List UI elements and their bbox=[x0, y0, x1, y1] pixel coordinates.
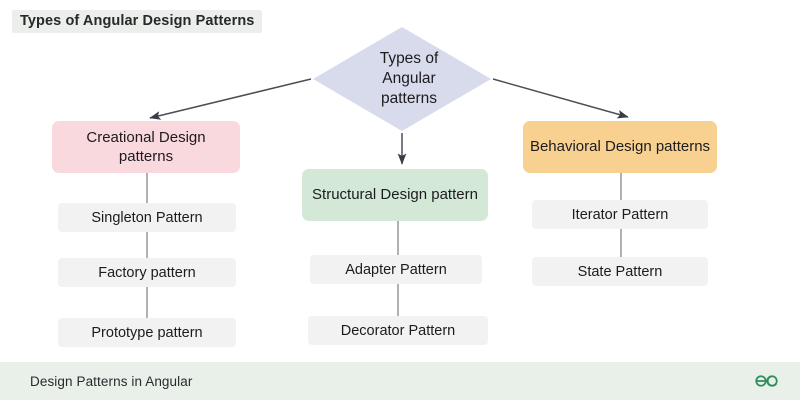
node-iterator-pattern[interactable]: Iterator Pattern bbox=[532, 200, 708, 229]
node-prototype-pattern[interactable]: Prototype pattern bbox=[58, 318, 236, 347]
node-creational-design-patterns[interactable]: Creational Design patterns bbox=[52, 121, 240, 173]
root-label-line-3: patterns bbox=[380, 89, 437, 107]
footer-bar: Design Patterns in Angular bbox=[0, 362, 800, 400]
node-behavioral-design-patterns[interactable]: Behavioral Design patterns bbox=[523, 121, 717, 173]
node-decorator-pattern[interactable]: Decorator Pattern bbox=[308, 316, 488, 345]
node-singleton-pattern[interactable]: Singleton Pattern bbox=[58, 203, 236, 232]
node-state-pattern[interactable]: State Pattern bbox=[532, 257, 708, 286]
footer-caption: Design Patterns in Angular bbox=[30, 373, 193, 389]
root-label-line-1: Types of bbox=[379, 50, 439, 68]
node-structural-design-pattern[interactable]: Structural Design pattern bbox=[302, 169, 488, 221]
root-node-types-of-angular-patterns[interactable]: Types of Angular patterns bbox=[313, 27, 491, 131]
root-node-label: Types of Angular patterns bbox=[313, 27, 491, 131]
geeksforgeeks-logo-icon bbox=[755, 375, 778, 387]
arrow-root-to-creational bbox=[149, 78, 312, 120]
root-label-line-2: Angular bbox=[382, 70, 436, 88]
geeksforgeeks-logo bbox=[752, 372, 782, 390]
node-adapter-pattern[interactable]: Adapter Pattern bbox=[310, 255, 482, 284]
node-factory-pattern[interactable]: Factory pattern bbox=[58, 258, 236, 287]
arrow-root-to-behavioral bbox=[492, 78, 629, 119]
page-title: Types of Angular Design Patterns bbox=[12, 10, 263, 33]
